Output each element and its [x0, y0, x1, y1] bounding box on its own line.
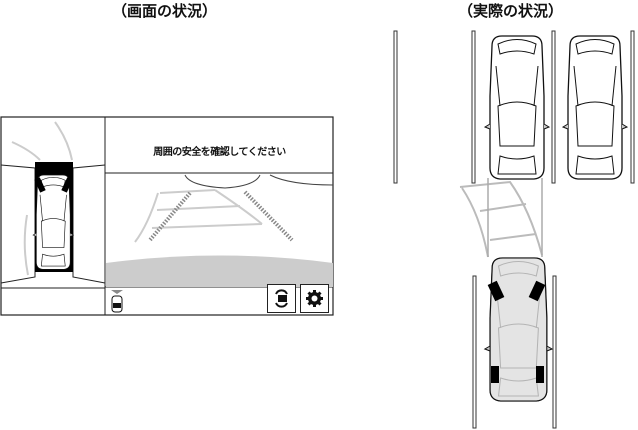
screen-situation-title: （画面の状況）	[112, 2, 218, 20]
settings-button[interactable]	[300, 284, 329, 313]
actual-situation-title: （実際の状況）	[458, 2, 564, 20]
actual-situation	[393, 30, 635, 429]
top-view-panel	[0, 121, 106, 284]
camera-switch-icon	[275, 289, 288, 308]
camera-switch-button[interactable]	[267, 284, 296, 313]
vehicle-indicator-icon	[111, 290, 123, 313]
parked-car	[562, 35, 628, 180]
gear-icon	[306, 290, 323, 307]
rear-camera-view	[106, 174, 334, 287]
parked-car	[484, 35, 550, 180]
monitor-screen	[0, 116, 334, 316]
safety-message: 周囲の安全を確認してください	[153, 147, 286, 158]
